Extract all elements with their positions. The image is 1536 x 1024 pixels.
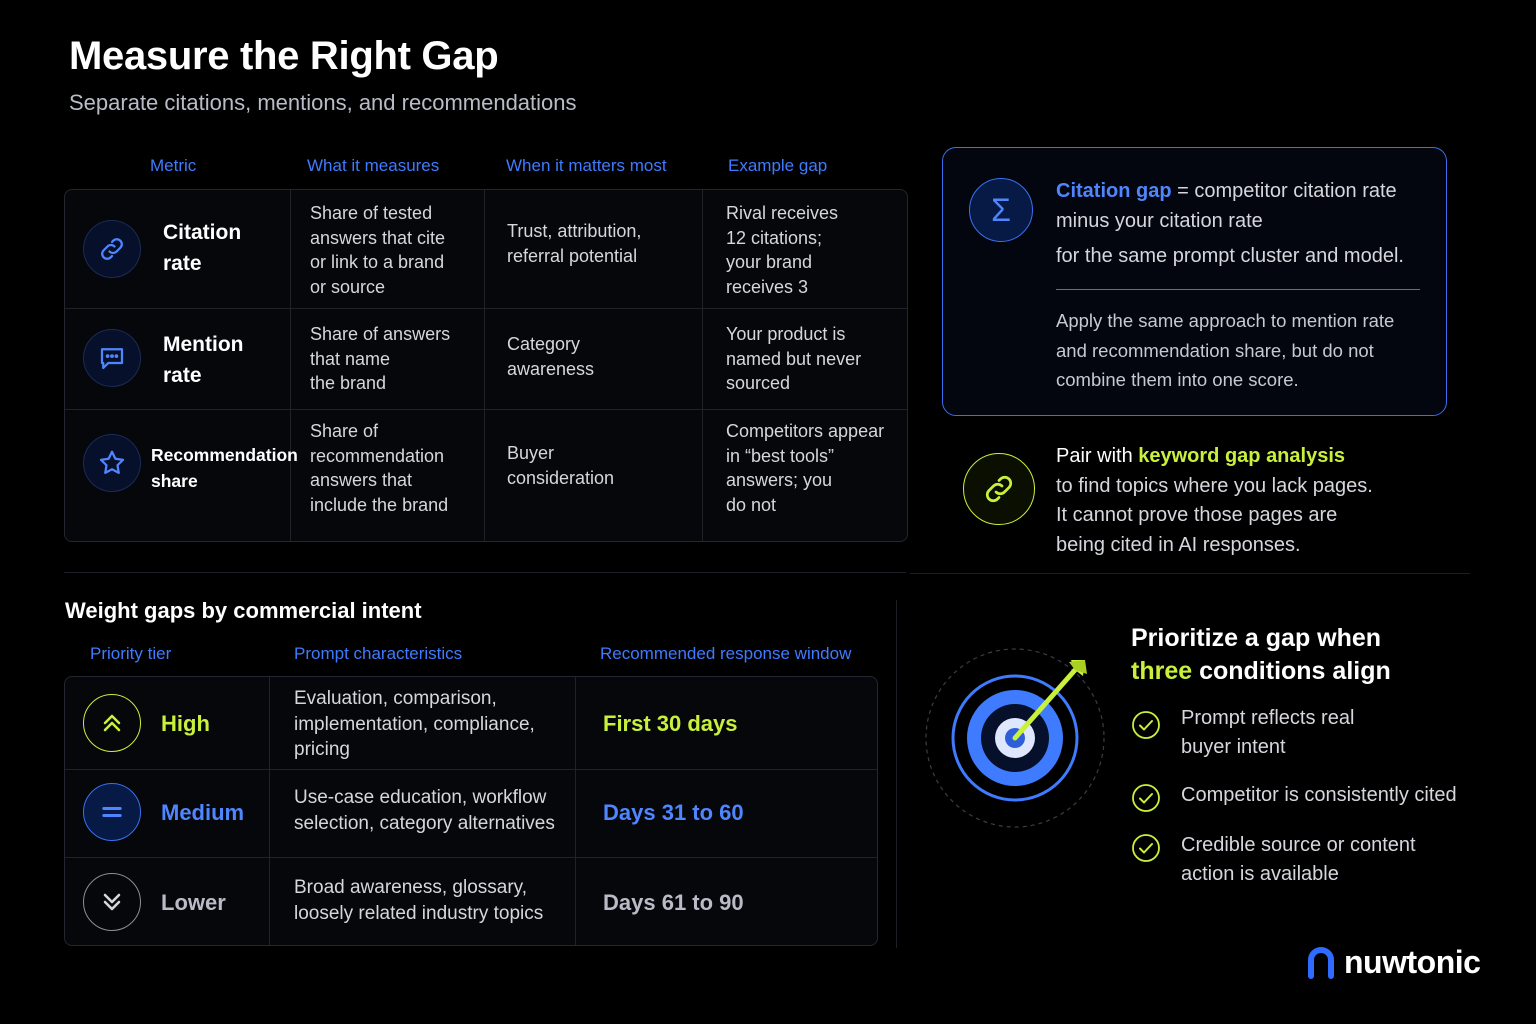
priority-table: High Evaluation, comparison, implementat…: [64, 676, 878, 946]
check-circle-icon: [1132, 834, 1160, 862]
brand-logo: nuwtonic: [1306, 944, 1481, 981]
chat-icon: [83, 329, 141, 387]
target-icon: [925, 648, 1105, 828]
tier-window: Days 31 to 60: [603, 800, 744, 825]
tier-characteristics: Broad awareness, glossary, loosely relat…: [294, 877, 544, 924]
double-chevron-up-icon: [83, 694, 141, 752]
metric-name: Mention rate: [163, 333, 244, 387]
metric-name: Recommendation share: [151, 445, 298, 491]
column-header-when-it-matters: When it matters most: [506, 156, 667, 175]
column-header-example-gap: Example gap: [728, 156, 828, 175]
metrics-table: Citation rate Share of tested answers th…: [64, 189, 908, 542]
column-header-what-it-measures: What it measures: [307, 156, 440, 175]
nuwtonic-logo-icon: [1308, 946, 1334, 979]
formula-definition: Citation gap = competitor citation rate …: [1056, 176, 1436, 271]
metric-matters: Trust, attribution, referral potential: [507, 221, 642, 266]
tier-characteristics: Evaluation, comparison, implementation, …: [294, 688, 535, 760]
tier-window: Days 61 to 90: [603, 890, 744, 915]
tier-window: First 30 days: [603, 711, 738, 736]
equals-icon: [83, 783, 141, 841]
sigma-icon: Σ: [969, 178, 1033, 242]
check-circle-icon: [1132, 711, 1160, 739]
prioritize-title: Prioritize a gap when three conditions a…: [1131, 624, 1391, 685]
citation-gap-formula-card: Σ Citation gap = competitor citation rat…: [942, 147, 1447, 416]
star-icon: [83, 434, 141, 492]
check-circle-icon: [1132, 784, 1160, 812]
condition-item: Prompt reflects real buyer intent: [1181, 707, 1355, 758]
link-icon: [83, 220, 141, 278]
column-header-metric: Metric: [150, 156, 197, 175]
condition-item: Credible source or content action is ava…: [1181, 834, 1416, 885]
metric-example: Rival receives 12 citations; your brand …: [726, 203, 839, 297]
metric-measures: Share of recommendation answers that inc…: [310, 421, 449, 515]
metric-measures: Share of answers that name the brand: [310, 324, 451, 393]
link-icon: [963, 453, 1035, 525]
column-header-response-window: Recommended response window: [600, 644, 852, 663]
double-chevron-down-icon: [83, 873, 141, 931]
metric-name: Citation rate: [163, 221, 242, 275]
tier-label: Lower: [161, 890, 226, 915]
metric-matters: Category awareness: [507, 334, 595, 379]
tier-label: High: [161, 711, 210, 736]
metric-example: Competitors appear in “best tools” answe…: [726, 421, 885, 515]
column-header-priority-tier: Priority tier: [90, 644, 172, 663]
formula-scope: for the same prompt cluster and model.: [1056, 245, 1404, 267]
metric-measures: Share of tested answers that cite or lin…: [310, 203, 446, 297]
brand-name: nuwtonic: [1344, 944, 1481, 980]
priority-section-title: Weight gaps by commercial intent: [65, 598, 422, 623]
tier-characteristics: Use-case education, workflow selection, …: [294, 787, 555, 834]
metric-example: Your product is named but never sourced: [726, 324, 862, 393]
column-header-prompt-characteristics: Prompt characteristics: [294, 644, 463, 663]
formula-note: Apply the same approach to mention rate …: [1056, 310, 1395, 390]
tier-label: Medium: [161, 800, 245, 825]
condition-item: Competitor is consistently cited: [1181, 784, 1457, 806]
metric-matters: Buyer consideration: [507, 443, 615, 488]
page-subtitle: Separate citations, mentions, and recomm…: [69, 90, 577, 115]
page-title: Measure the Right Gap: [69, 34, 499, 78]
keyword-gap-pairing-note: Pair with keyword gap analysis to find t…: [1056, 445, 1373, 556]
